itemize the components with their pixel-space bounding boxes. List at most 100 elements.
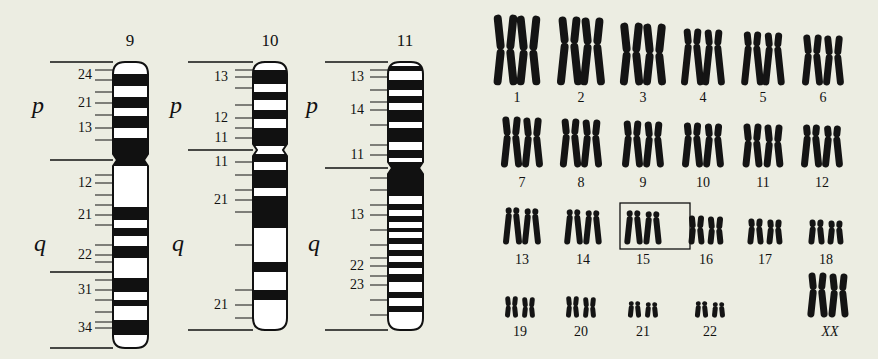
chromosome [643, 121, 664, 168]
dark-band [113, 97, 148, 108]
band-tick [95, 183, 113, 184]
karyotype-number: 15 [636, 253, 650, 267]
chromosome [522, 117, 544, 168]
chromatid-arm [654, 136, 664, 168]
dark-band [388, 306, 423, 312]
chromatid-arm [702, 305, 708, 318]
chromosome [766, 219, 783, 245]
band-tick [235, 118, 253, 119]
arm-label: p [306, 93, 318, 117]
chromatid-arm [643, 23, 654, 54]
chromatid-arm [643, 52, 654, 86]
chromatid-arm [802, 53, 812, 86]
chromatid-arm [582, 119, 591, 136]
chromatid-arm [697, 227, 705, 245]
chromatid-arm [581, 135, 591, 168]
chromatid-arm [593, 215, 602, 244]
dark-band [253, 92, 287, 100]
karyotype-number: 14 [576, 253, 590, 267]
arm-label: q [34, 231, 46, 255]
chromatid-arm [493, 14, 505, 50]
chromosome-number: 10 [262, 32, 279, 49]
dark-band [388, 274, 423, 282]
chromosome [581, 119, 603, 168]
chromatid-arm [695, 305, 701, 318]
chromosome [822, 125, 843, 168]
chromosome [801, 124, 823, 168]
chromatid-arm [529, 15, 541, 51]
dark-band [253, 110, 287, 119]
chromatid-arm [516, 15, 528, 51]
dark-band [388, 292, 423, 298]
karyotype-number: 9 [640, 176, 647, 190]
chromosome [828, 273, 849, 318]
sex-chromosome-label: XX [821, 325, 838, 339]
chromosome [522, 208, 541, 245]
chromosome [682, 122, 704, 168]
chromatid-arm [763, 141, 773, 168]
chromatid-arm [801, 135, 811, 168]
band-tick [235, 138, 253, 139]
band-tick [95, 262, 113, 263]
chromosome-body [113, 62, 148, 348]
band-tick [95, 255, 113, 256]
chromatid-arm [533, 117, 542, 137]
band-tick [95, 175, 113, 176]
chromatid-arm [566, 305, 572, 318]
chromatid-arm [505, 305, 511, 318]
karyotype-number: 22 [703, 325, 717, 339]
chromatid-arm [828, 290, 838, 318]
band-tick [370, 215, 388, 216]
dark-band [388, 128, 423, 142]
chromatid-arm [753, 123, 762, 142]
divider-line [50, 271, 113, 272]
band-tick [370, 266, 388, 267]
chromatid-arm [644, 121, 653, 137]
chromatid-arm [824, 125, 832, 138]
chromatid-arm [824, 35, 833, 55]
band-tick [95, 70, 113, 71]
dark-band [388, 96, 423, 103]
karyotype-number: 18 [819, 253, 833, 267]
chromatid-arm [684, 122, 692, 136]
band-tick [370, 230, 388, 231]
chromatid-arm [808, 272, 817, 290]
chromatid-arm [580, 43, 592, 85]
dark-band [253, 170, 287, 188]
chromatid-arm [748, 218, 755, 227]
chromosome [707, 216, 723, 245]
band-number: 11 [351, 148, 364, 162]
band-tick [370, 70, 388, 71]
chromatid-arm [573, 296, 579, 306]
band-tick [370, 110, 388, 111]
chromatid-arm [681, 43, 692, 85]
chromatid-arm [812, 135, 822, 168]
karyotype-number: 12 [815, 176, 829, 190]
chromatid-arm [833, 125, 841, 138]
chromosome [823, 35, 844, 86]
chromosome-outline [113, 62, 148, 348]
band-number: 21 [78, 208, 92, 222]
divider-line [325, 61, 388, 62]
chromatid-arm [493, 48, 505, 85]
chromatid-arm [839, 290, 849, 318]
arm-label: q [172, 231, 184, 255]
chromatid-arm [570, 16, 581, 44]
band-number: 24 [78, 68, 92, 82]
band-tick [370, 258, 388, 259]
band-tick [95, 92, 113, 93]
chromatid-arm [566, 296, 572, 306]
band-number: 13 [78, 121, 92, 135]
chromatid-arm [818, 289, 828, 318]
band-tick [95, 328, 113, 329]
chromatid-arm [592, 135, 602, 168]
chromatid-arm [741, 45, 752, 86]
chromatid-arm [827, 227, 835, 245]
karyotype-number: 21 [636, 325, 650, 339]
chromatid-arm [557, 42, 569, 85]
karyotype-number: 2 [578, 91, 585, 105]
arm-label: q [308, 231, 320, 255]
band-tick [370, 285, 388, 286]
karyotype-number: 4 [700, 91, 707, 105]
chromatid-arm [807, 289, 817, 318]
